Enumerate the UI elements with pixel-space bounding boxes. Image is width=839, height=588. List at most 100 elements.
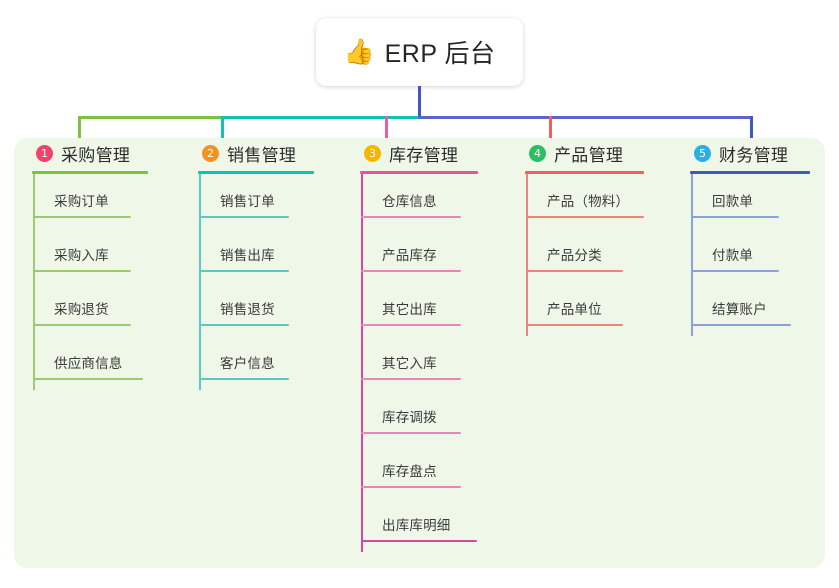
connector-bus-green [78,116,223,119]
connector-drop-2 [221,116,224,146]
item-underline [526,324,623,326]
item-label: 仓库信息 [382,194,437,209]
column-purchasing: 1 采购管理 采购订单 采购入库 采购退货 供应商信息 [32,138,148,390]
item-underline [199,270,289,272]
list-item[interactable]: 仓库信息 [360,174,478,228]
list-item[interactable]: 供应商信息 [32,336,148,390]
root-stem-line [418,86,421,118]
item-underline [199,378,289,380]
badge-2: 2 [202,144,219,162]
column-sales: 2 销售管理 销售订单 销售出库 销售退货 客户信息 [198,138,314,390]
item-label: 产品单位 [547,302,602,317]
column-title-2: 销售管理 [227,145,297,165]
list-item[interactable]: 付款单 [690,228,810,282]
item-underline [361,432,461,434]
column-underline-5 [690,171,810,174]
connector-bus-blue [418,116,752,119]
list-item[interactable]: 库存盘点 [360,444,478,498]
item-underline [361,216,461,218]
item-underline [526,270,623,272]
list-item[interactable]: 产品分类 [525,228,644,282]
item-underline [691,324,791,326]
list-item[interactable]: 采购入库 [32,228,148,282]
column-title-3: 库存管理 [389,145,459,165]
list-item[interactable]: 库存调拨 [360,390,478,444]
item-underline [691,216,779,218]
connector-drop-3 [385,116,388,146]
list-item[interactable]: 产品（物料） [525,174,644,228]
list-item[interactable]: 采购订单 [32,174,148,228]
connector-drop-5 [750,116,753,146]
diagram-panel: 1 采购管理 采购订单 采购入库 采购退货 供应商信息 [14,138,825,568]
column-items-3: 仓库信息 产品库存 其它出库 其它入库 库存调拨 [360,174,478,552]
item-underline [33,216,131,218]
badge-5: 5 [694,144,711,162]
item-underline [361,378,461,380]
badge-4: 4 [529,144,546,162]
list-item[interactable]: 销售退货 [198,282,314,336]
list-item[interactable]: 其它出库 [360,282,478,336]
list-item[interactable]: 销售订单 [198,174,314,228]
column-trunk-3 [361,174,363,552]
column-header-2[interactable]: 2 销售管理 [198,138,314,168]
item-underline [199,324,289,326]
item-label: 其它入库 [382,356,437,371]
item-label: 回款单 [712,194,754,209]
column-inventory: 3 库存管理 仓库信息 产品库存 其它出库 其它入库 [360,138,478,552]
item-label: 产品分类 [547,248,602,263]
item-underline [33,270,131,272]
list-item[interactable]: 出库库明细 [360,498,478,552]
item-label: 库存盘点 [382,464,437,479]
list-item[interactable]: 产品单位 [525,282,644,336]
column-header-4[interactable]: 4 产品管理 [525,138,644,168]
item-label: 其它出库 [382,302,437,317]
item-label: 产品（物料） [547,194,630,209]
item-label: 产品库存 [382,248,437,263]
connector-bus-teal [222,116,419,119]
item-label: 库存调拨 [382,410,437,425]
column-header-5[interactable]: 5 财务管理 [690,138,810,168]
item-label: 采购退货 [54,302,109,317]
column-trunk-1 [33,174,35,390]
column-header-3[interactable]: 3 库存管理 [360,138,478,168]
list-item[interactable]: 其它入库 [360,336,478,390]
item-underline [361,540,477,542]
column-trunk-4 [526,174,528,336]
item-underline [361,486,461,488]
item-label: 结算账户 [712,302,767,317]
list-item[interactable]: 回款单 [690,174,810,228]
item-underline [199,216,289,218]
item-label: 采购订单 [54,194,109,209]
list-item[interactable]: 结算账户 [690,282,810,336]
list-item[interactable]: 采购退货 [32,282,148,336]
item-label: 销售出库 [220,248,275,263]
badge-3: 3 [364,144,381,162]
column-items-4: 产品（物料） 产品分类 产品单位 [525,174,644,336]
list-item[interactable]: 销售出库 [198,228,314,282]
item-label: 供应商信息 [54,356,123,371]
root-node[interactable]: 👍 ERP 后台 [316,18,523,86]
connector-drop-4 [549,116,552,146]
column-underline-4 [525,171,644,174]
column-underline-2 [198,171,314,174]
item-label: 付款单 [712,248,754,263]
column-product: 4 产品管理 产品（物料） 产品分类 产品单位 [525,138,644,336]
column-items-5: 回款单 付款单 结算账户 [690,174,810,336]
column-title-5: 财务管理 [719,145,789,165]
list-item[interactable]: 产品库存 [360,228,478,282]
item-label: 采购入库 [54,248,109,263]
item-label: 销售订单 [220,194,275,209]
thumbs-up-icon: 👍 [343,37,375,66]
column-header-1[interactable]: 1 采购管理 [32,138,148,168]
item-underline [33,324,131,326]
column-items-2: 销售订单 销售出库 销售退货 客户信息 [198,174,314,390]
column-underline-3 [360,171,478,174]
list-item[interactable]: 客户信息 [198,336,314,390]
column-finance: 5 财务管理 回款单 付款单 结算账户 [690,138,810,336]
item-label: 客户信息 [220,356,275,371]
item-underline [33,378,143,380]
connector-drop-1 [78,116,81,146]
item-label: 销售退货 [220,302,275,317]
column-title-1: 采购管理 [61,145,131,165]
